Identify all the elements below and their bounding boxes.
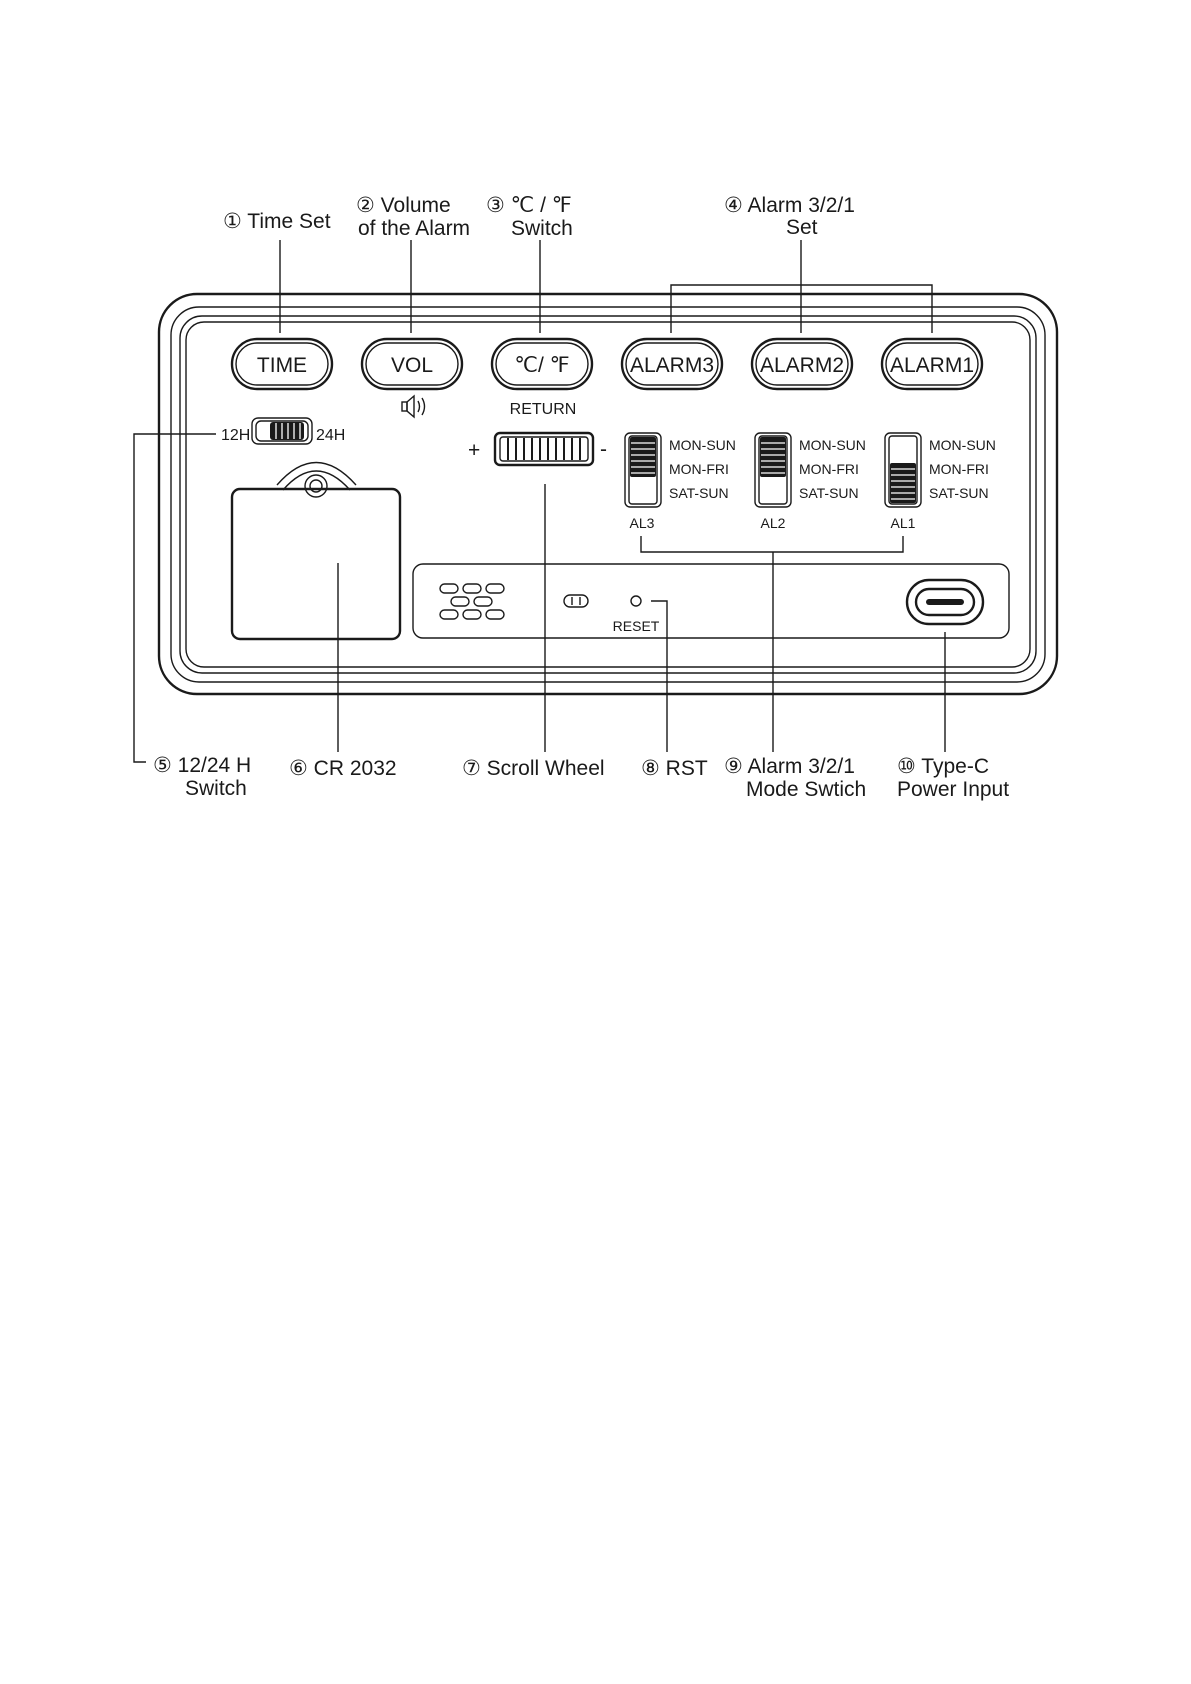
svg-text:MON-SUN: MON-SUN xyxy=(799,437,866,453)
svg-text:of the Alarm: of the Alarm xyxy=(358,217,470,240)
svg-text:RESET: RESET xyxy=(613,618,660,634)
svg-text:① Time Set: ① Time Set xyxy=(223,210,331,233)
callout-mode-switch: ⑨ Alarm 3/2/1 Mode Swtich xyxy=(724,755,866,801)
alarm-switch-bracket xyxy=(640,536,904,553)
svg-text:MON-SUN: MON-SUN xyxy=(929,437,996,453)
svg-text:Mode Swtich: Mode Swtich xyxy=(746,778,866,801)
svg-text:⑨ Alarm 3/2/1: ⑨ Alarm 3/2/1 xyxy=(724,755,855,778)
svg-text:SAT-SUN: SAT-SUN xyxy=(799,485,859,501)
svg-text:12H: 12H xyxy=(221,427,250,444)
bottom-leader-lines xyxy=(133,433,946,763)
svg-text:③ ℃ / ℉: ③ ℃ / ℉ xyxy=(486,194,572,217)
svg-text:SAT-SUN: SAT-SUN xyxy=(669,485,729,501)
svg-text:⑧ RST: ⑧ RST xyxy=(641,757,708,780)
svg-text:AL1: AL1 xyxy=(891,515,916,531)
temp-unit-button[interactable]: ℃/ ℉ xyxy=(490,337,594,391)
return-label: RETURN xyxy=(510,401,577,418)
svg-text:MON-FRI: MON-FRI xyxy=(669,461,729,477)
battery-cover[interactable] xyxy=(230,461,402,641)
svg-text:⑦ Scroll Wheel: ⑦ Scroll Wheel xyxy=(462,757,605,780)
speaker-grille-icon xyxy=(439,583,505,620)
device-body xyxy=(157,292,1059,696)
callout-scroll-wheel: ⑦ Scroll Wheel xyxy=(462,757,605,780)
svg-text:ALARM2: ALARM2 xyxy=(760,354,844,377)
svg-text:⑥ CR 2032: ⑥ CR 2032 xyxy=(289,757,397,780)
svg-text:⑩ Type-C: ⑩ Type-C xyxy=(897,755,989,778)
svg-text:AL2: AL2 xyxy=(761,515,786,531)
time-button[interactable]: TIME xyxy=(230,337,334,391)
svg-text:SAT-SUN: SAT-SUN xyxy=(929,485,989,501)
al3-mode-switch[interactable]: MON-SUN MON-FRI SAT-SUN AL3 xyxy=(624,432,736,531)
svg-text:④ Alarm 3/2/1: ④ Alarm 3/2/1 xyxy=(724,194,855,217)
svg-text:TIME: TIME xyxy=(257,354,307,377)
svg-text:℃/ ℉: ℃/ ℉ xyxy=(514,354,569,377)
svg-text:Switch: Switch xyxy=(511,217,573,240)
vol-button[interactable]: VOL xyxy=(360,337,464,391)
alarm1-button[interactable]: ALARM1 xyxy=(880,337,984,391)
speaker-icon xyxy=(401,394,426,419)
callout-alarm-set: ④ Alarm 3/2/1 Set xyxy=(724,194,855,239)
svg-text:⑤ 12/24 H: ⑤ 12/24 H xyxy=(153,754,251,777)
indicator-slot-icon xyxy=(563,594,589,608)
svg-text:24H: 24H xyxy=(316,427,345,444)
svg-text:MON-FRI: MON-FRI xyxy=(929,461,989,477)
bottom-port-panel xyxy=(412,563,1010,639)
svg-text:② Volume: ② Volume xyxy=(356,194,451,217)
svg-text:MON-FRI: MON-FRI xyxy=(799,461,859,477)
svg-text:MON-SUN: MON-SUN xyxy=(669,437,736,453)
callout-type-c: ⑩ Type-C Power Input xyxy=(897,755,1009,801)
callout-hour-switch: ⑤ 12/24 H Switch xyxy=(153,754,251,800)
svg-text:+: + xyxy=(468,439,480,462)
callout-temp-switch: ③ ℃ / ℉ Switch xyxy=(486,194,573,240)
al2-mode-switch[interactable]: MON-SUN MON-FRI SAT-SUN AL2 xyxy=(754,432,866,531)
svg-text:Set: Set xyxy=(786,216,818,239)
svg-text:VOL: VOL xyxy=(391,354,433,377)
callout-time-set: ① Time Set xyxy=(223,210,331,233)
hour-format-switch[interactable]: 12H 24H xyxy=(221,417,345,445)
reset-pinhole[interactable]: RESET xyxy=(613,595,660,634)
alarm3-button[interactable]: ALARM3 xyxy=(620,337,724,391)
callout-volume: ② Volume of the Alarm xyxy=(356,194,470,240)
svg-text:Switch: Switch xyxy=(185,777,247,800)
svg-text:ALARM1: ALARM1 xyxy=(890,354,974,377)
scroll-wheel[interactable]: + - xyxy=(468,431,607,467)
svg-text:ALARM3: ALARM3 xyxy=(630,354,714,377)
svg-text:Power Input: Power Input xyxy=(897,778,1009,801)
alarm2-button[interactable]: ALARM2 xyxy=(750,337,854,391)
callout-battery: ⑥ CR 2032 xyxy=(289,757,397,780)
top-leader-lines xyxy=(279,240,933,333)
callout-rst: ⑧ RST xyxy=(641,757,708,780)
al1-mode-switch[interactable]: MON-SUN MON-FRI SAT-SUN AL1 xyxy=(884,432,996,531)
svg-text:AL3: AL3 xyxy=(630,515,655,531)
svg-text:-: - xyxy=(600,438,607,461)
usb-c-port[interactable] xyxy=(905,578,985,626)
